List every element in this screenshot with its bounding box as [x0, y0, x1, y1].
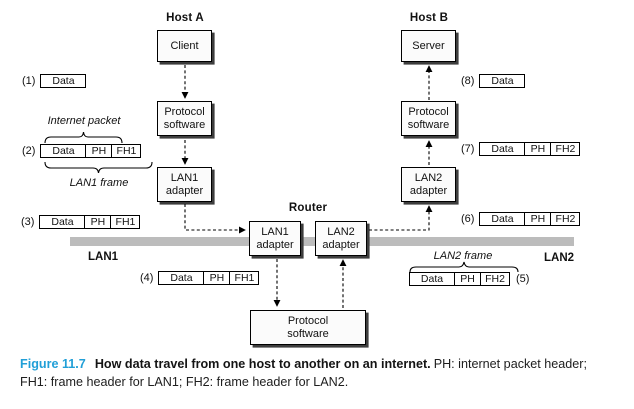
host-b-lan2-adapter-box: LAN2 adapter — [401, 167, 456, 202]
caption-description: PH: internet packet header; FH1: frame h… — [20, 357, 588, 389]
host-a-protocol-software-box: Protocol software — [157, 101, 212, 136]
figure-caption: Figure 11.7 How data travel from one host… — [20, 355, 610, 391]
caption-title: How data travel from one host to another… — [94, 357, 431, 371]
host-b-label: Host B — [409, 12, 449, 24]
frame-4-cell-data: Data — [158, 271, 205, 285]
frame-step-6: (6) Data PH FH2 — [461, 212, 581, 226]
brace-lan1-frame — [44, 161, 153, 174]
router-lan1-adapter-box: LAN1 adapter — [249, 221, 301, 256]
arrow-router-lan2-to-hostb-adapter — [369, 205, 433, 231]
lan2-label: LAN2 — [544, 252, 575, 264]
frame-step-8: (8) Data — [461, 74, 526, 88]
internet-packet-label: Internet packet — [47, 115, 121, 127]
router-lan2-adapter-box: LAN2 adapter — [315, 221, 367, 256]
step-4-number: (4) — [140, 272, 154, 284]
frame-7-cell-ph: PH — [523, 142, 552, 156]
lan1-label: LAN1 — [88, 251, 119, 263]
frame-8-cell-data: Data — [479, 74, 526, 88]
frame-1-cell-data: Data — [40, 74, 87, 88]
host-a-label: Host A — [166, 12, 204, 24]
arrow-hosta-adapter-to-router-lan1 — [184, 204, 246, 234]
brace-lan2-frame — [409, 261, 519, 273]
step-6-number: (6) — [461, 213, 475, 225]
frame-2-cell-ph: PH — [84, 144, 113, 158]
frame-4-cell-fh1: FH1 — [229, 271, 260, 285]
frame-step-1: (1) Data — [22, 74, 87, 88]
frame-step-5: Data PH FH2 (5) — [409, 272, 529, 286]
frame-6-cell-ph: PH — [523, 212, 552, 226]
frame-step-4: (4) Data PH FH1 — [140, 271, 260, 285]
router-protocol-software-box: Protocol software — [250, 310, 366, 345]
lan2-frame-label: LAN2 frame — [433, 250, 493, 262]
host-a-lan1-adapter-box: LAN1 adapter — [157, 167, 212, 202]
host-b-protocol-software-box: Protocol software — [401, 101, 456, 136]
frame-7-cell-data: Data — [479, 142, 526, 156]
frame-2-cell-data: Data — [40, 144, 87, 158]
frame-6-cell-fh2: FH2 — [550, 212, 581, 226]
frame-5-cell-ph: PH — [453, 272, 482, 286]
step-8-number: (8) — [461, 75, 475, 87]
frame-6-cell-data: Data — [479, 212, 526, 226]
step-2-number: (2) — [22, 145, 36, 157]
frame-step-7: (7) Data PH FH2 — [461, 142, 581, 156]
frame-2-cell-fh1: FH1 — [111, 144, 142, 158]
step-3-number: (3) — [21, 216, 35, 228]
frame-4-cell-ph: PH — [202, 271, 231, 285]
frame-step-2: (2) Data PH FH1 — [22, 144, 142, 158]
figure-number-label: Figure 11.7 — [20, 357, 86, 371]
frame-3-cell-ph: PH — [83, 215, 112, 229]
client-box: Client — [157, 30, 212, 62]
step-7-number: (7) — [461, 143, 475, 155]
brace-internet-packet — [44, 131, 123, 144]
server-box: Server — [401, 30, 456, 62]
frame-3-cell-fh1: FH1 — [110, 215, 141, 229]
frame-5-cell-data: Data — [409, 272, 455, 286]
router-label: Router — [288, 202, 328, 214]
lan1-frame-label: LAN1 frame — [69, 177, 129, 189]
step-5-number: (5) — [516, 273, 530, 285]
frame-3-cell-data: Data — [39, 215, 86, 229]
step-1-number: (1) — [22, 75, 36, 87]
frame-step-3: (3) Data PH FH1 — [21, 215, 141, 229]
frame-7-cell-fh2: FH2 — [550, 142, 581, 156]
frame-5-cell-fh2: FH2 — [480, 272, 510, 286]
